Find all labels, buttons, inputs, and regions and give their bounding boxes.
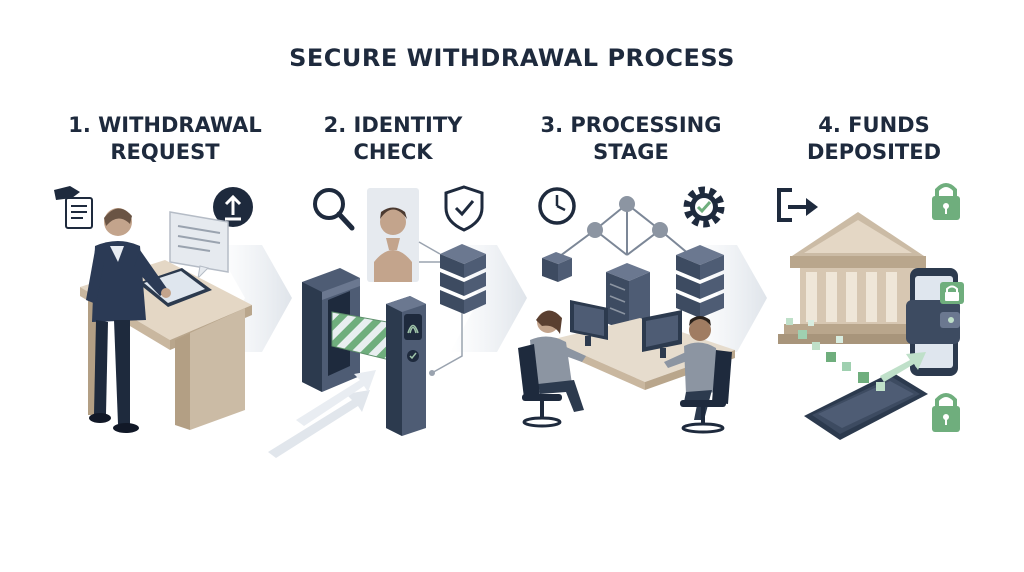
gear-check-icon — [683, 186, 725, 228]
smartphone — [804, 372, 928, 440]
padlock-icon — [932, 183, 960, 220]
operator-left — [530, 310, 586, 412]
step-2-title: 2. IDENTITY — [323, 113, 463, 137]
monitor-left — [570, 300, 608, 346]
server-tower — [606, 263, 650, 332]
network-lines — [418, 241, 463, 375]
chair-left — [518, 344, 562, 428]
fingerprint-terminal — [386, 296, 426, 436]
step-1-title: 1. WITHDRAWAL — [68, 113, 262, 137]
step-4-label: 4. FUNDS DEPOSITED — [754, 112, 994, 166]
padlock-icon-2 — [932, 393, 960, 432]
mobile-wallet — [906, 268, 964, 376]
stage-4-scene — [777, 183, 964, 440]
chair-right — [680, 350, 732, 434]
step-4-subtitle: DEPOSITED — [806, 140, 942, 164]
id-server-stack — [440, 244, 486, 314]
step-2-subtitle: CHECK — [353, 140, 433, 164]
magnifier-icon — [313, 188, 355, 231]
customer-person — [86, 208, 171, 433]
upload-icon — [213, 187, 253, 227]
processing-network — [559, 203, 691, 257]
data-transfer-blocks — [786, 318, 885, 391]
step-3-title: 3. PROCESSING — [540, 113, 722, 137]
hand-document-icon — [54, 186, 93, 229]
face-id-icon — [367, 188, 419, 282]
network-nodes — [587, 196, 668, 238]
step-1-label: 1. WITHDRAWAL REQUEST — [45, 112, 285, 166]
motion-arrows — [268, 370, 376, 458]
server-left — [542, 252, 572, 282]
bank-building — [778, 212, 938, 344]
stage-2-scene — [268, 185, 486, 458]
stage-1-scene — [54, 186, 253, 433]
stage-3-scene — [518, 186, 735, 434]
step-4-title: 4. FUNDS — [818, 113, 930, 137]
monitor-right — [642, 310, 682, 358]
transfer-arrow — [880, 352, 926, 382]
page-title: SECURE WITHDRAWAL PROCESS — [289, 44, 735, 72]
step-1-subtitle: REQUEST — [110, 140, 220, 164]
step-3-subtitle: STAGE — [593, 140, 669, 164]
step-2-label: 2. IDENTITY CHECK — [273, 112, 513, 166]
clock-icon — [538, 187, 576, 225]
step-3-label: 3. PROCESSING STAGE — [511, 112, 751, 166]
server-right — [676, 245, 724, 318]
floating-form — [169, 211, 229, 280]
shield-check-icon — [444, 185, 484, 232]
export-arrow-icon — [777, 188, 818, 222]
